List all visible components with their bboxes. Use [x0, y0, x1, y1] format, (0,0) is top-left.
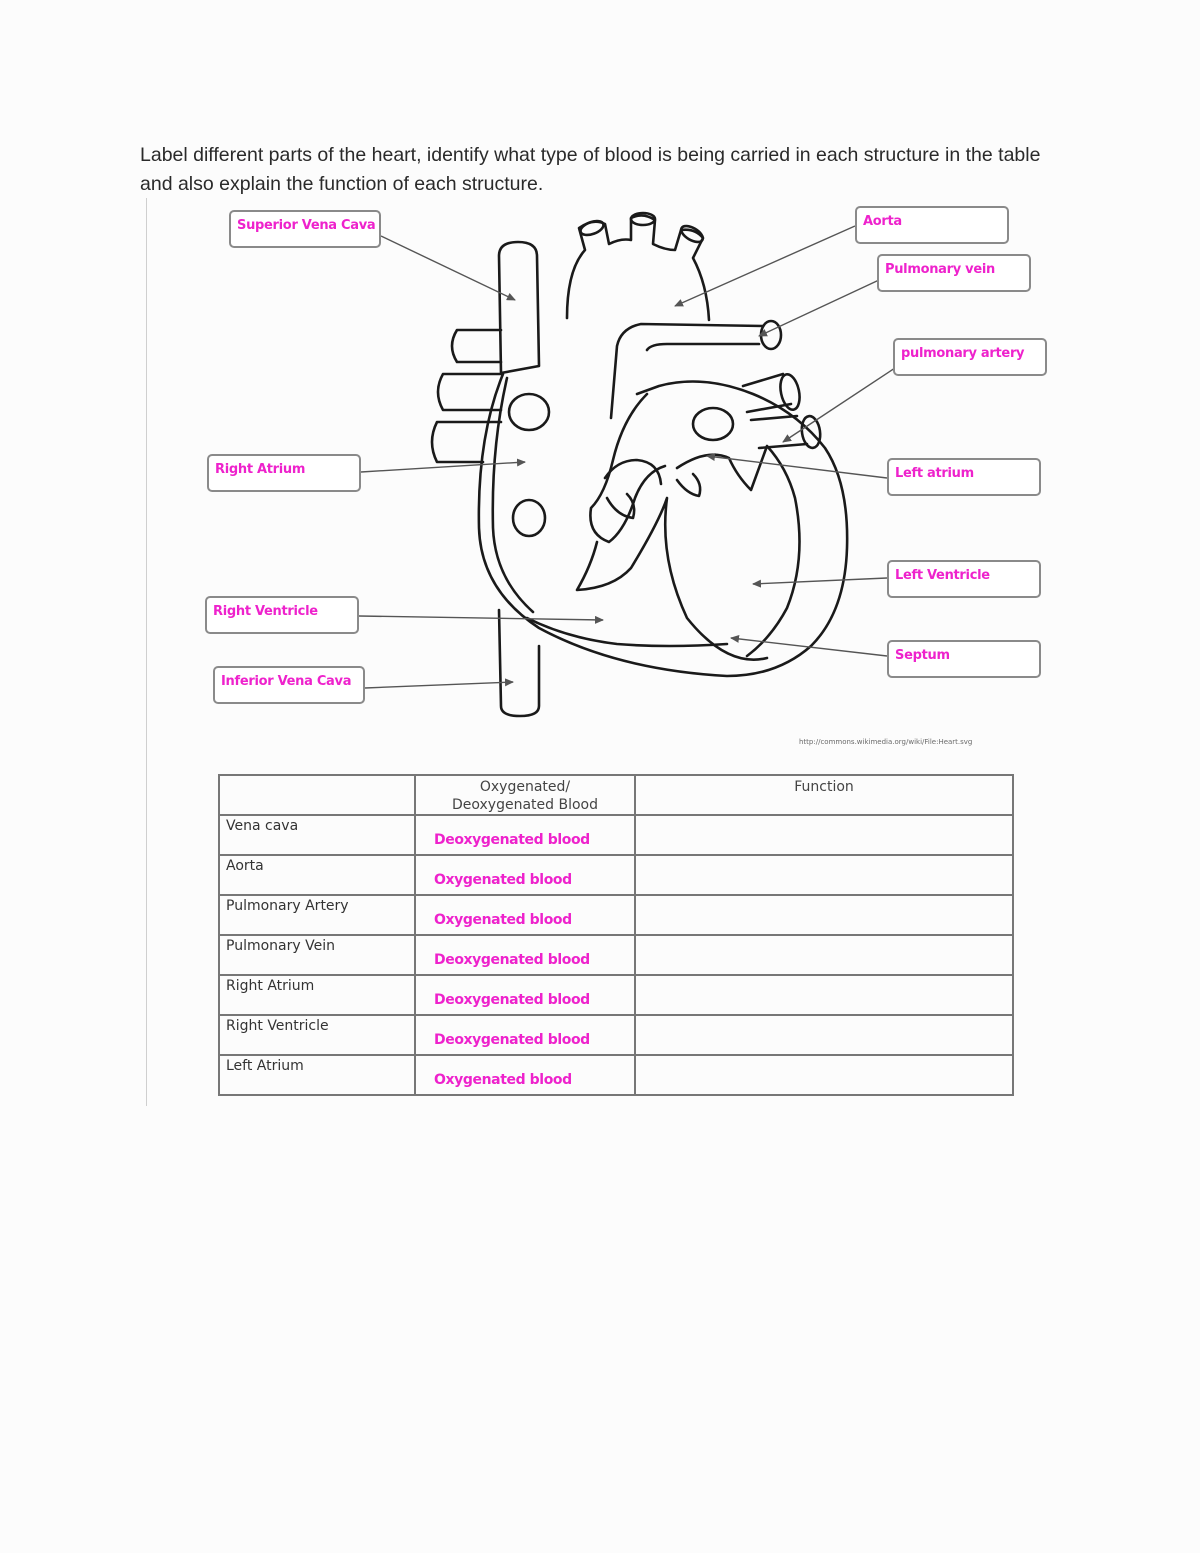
label-pulmonary-vein: Pulmonary vein — [877, 254, 1031, 292]
pointer-inferior-vena-cava — [364, 678, 514, 689]
aorta-branch-2 — [629, 211, 657, 227]
function-cell[interactable] — [634, 854, 1014, 896]
label-left-ventricle: Left Ventricle — [887, 560, 1041, 598]
header-structure — [218, 774, 416, 816]
table-row: Aorta Oxygenated blood — [218, 854, 1014, 896]
table-row: Right Atrium Deoxygenated blood — [218, 974, 1014, 1016]
right-atrium-orifice — [507, 392, 551, 432]
right-pulmonary-vessels — [430, 328, 503, 464]
valve-right — [605, 492, 636, 520]
label-aorta: Aorta — [855, 206, 1009, 244]
ventricle-floor — [525, 616, 729, 648]
pointer-right-ventricle — [358, 615, 604, 624]
blood-type-table: Oxygenated/Deoxygenated Blood Function V… — [218, 774, 1014, 1096]
heart-worksheet-figure: Superior Vena Cava Aorta Pulmonary vein … — [146, 198, 1067, 1106]
structure-cell: Right Ventricle — [218, 1014, 416, 1056]
label-right-atrium: Right Atrium — [207, 454, 361, 492]
blood-cell: Deoxygenated blood — [414, 974, 636, 1016]
label-inferior-vena-cava: Inferior Vena Cava — [213, 666, 365, 704]
pointer-left-atrium — [706, 453, 888, 479]
pointer-superior-vena-cava — [380, 235, 516, 301]
label-septum: Septum — [887, 640, 1041, 678]
header-blood: Oxygenated/Deoxygenated Blood — [414, 774, 636, 816]
inferior-vena-cava-vessel — [497, 608, 541, 718]
blood-cell: Oxygenated blood — [414, 854, 636, 896]
function-cell[interactable] — [634, 814, 1014, 856]
left-pulmonary-veins — [741, 372, 809, 450]
header-function: Function — [634, 774, 1014, 816]
atrial-septum — [589, 392, 667, 544]
pulmonary-trunk — [609, 322, 765, 420]
pointer-septum — [730, 634, 888, 657]
table-header-row: Oxygenated/Deoxygenated Blood Function — [218, 774, 1014, 816]
interventricular-septum — [575, 496, 769, 661]
blood-cell: Deoxygenated blood — [414, 1014, 636, 1056]
structure-cell: Aorta — [218, 854, 416, 896]
heart-diagram — [358, 211, 896, 718]
function-cell[interactable] — [634, 1014, 1014, 1056]
pointer-lines — [358, 225, 896, 689]
left-pulmonary-vein-end-2 — [800, 414, 822, 450]
pointer-aorta — [674, 225, 856, 307]
structure-cell: Right Atrium — [218, 974, 416, 1016]
structure-cell: Pulmonary Vein — [218, 934, 416, 976]
pointer-pulmonary-vein — [758, 279, 880, 337]
blood-cell: Oxygenated blood — [414, 894, 636, 936]
blood-cell: Deoxygenated blood — [414, 814, 636, 856]
pointer-left-ventricle — [752, 577, 888, 588]
table-row: Vena cava Deoxygenated blood — [218, 814, 1014, 856]
table-row: Left Atrium Oxygenated blood — [218, 1054, 1014, 1096]
label-superior-vena-cava: Superior Vena Cava — [229, 210, 381, 248]
table-row: Pulmonary Artery Oxygenated blood — [218, 894, 1014, 936]
function-cell[interactable] — [634, 974, 1014, 1016]
left-pulmonary-vein-end-1 — [779, 372, 801, 412]
table-row: Pulmonary Vein Deoxygenated blood — [218, 934, 1014, 976]
label-pulmonary-artery: pulmonary artery — [893, 338, 1047, 376]
image-credit: http://commons.wikimedia.org/wiki/File:H… — [799, 738, 973, 746]
pulmonary-artery-end — [759, 319, 783, 351]
right-atrium-chamber — [491, 376, 535, 614]
structure-cell: Left Atrium — [218, 1054, 416, 1096]
function-cell[interactable] — [634, 934, 1014, 976]
function-cell[interactable] — [634, 1054, 1014, 1096]
heart-wall — [477, 372, 849, 678]
aortic-root — [603, 458, 663, 486]
left-atrium-orifice — [691, 406, 735, 442]
label-left-atrium: Left atrium — [887, 458, 1041, 496]
blood-cell: Deoxygenated blood — [414, 934, 636, 976]
superior-vena-cava-vessel — [497, 240, 541, 375]
valve-left — [675, 472, 702, 498]
pointer-pulmonary-artery — [782, 367, 896, 443]
structure-cell: Pulmonary Artery — [218, 894, 416, 936]
blood-cell: Oxygenated blood — [414, 1054, 636, 1096]
structure-cell: Vena cava — [218, 814, 416, 856]
function-cell[interactable] — [634, 894, 1014, 936]
aorta-branch-3 — [679, 224, 705, 244]
aortic-arch — [565, 214, 711, 322]
label-right-ventricle: Right Ventricle — [205, 596, 359, 634]
pointer-right-atrium — [360, 458, 526, 473]
instructions-text: Label different parts of the heart, iden… — [140, 144, 1041, 195]
aorta-branch-1 — [579, 219, 605, 237]
coronary-orifice — [511, 498, 547, 538]
table-row: Right Ventricle Deoxygenated blood — [218, 1014, 1014, 1056]
